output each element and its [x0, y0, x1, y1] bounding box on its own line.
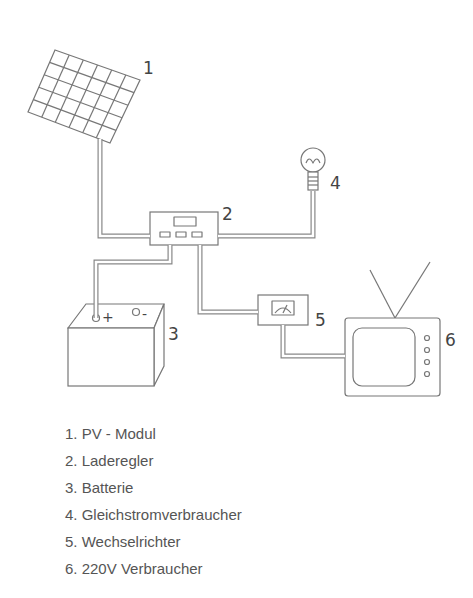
wire: [218, 191, 313, 236]
legend-item: 3. Batterie: [65, 479, 133, 497]
wire-core: [100, 139, 150, 236]
wire-core: [283, 325, 345, 356]
callout-number: 1: [143, 58, 154, 78]
wire-group: [100, 139, 150, 236]
terminal-sign: +: [102, 309, 114, 325]
dc-load-bulb: 4: [300, 147, 326, 191]
inverter: 5: [258, 295, 308, 325]
pv-module: 1: [28, 50, 142, 145]
bulb-drawing: [301, 148, 325, 190]
battery: +-3: [66, 300, 166, 388]
wire-group: [200, 245, 258, 312]
legend-item: 6. 220V Verbraucher: [65, 560, 203, 578]
charge-controller: 2: [150, 212, 218, 245]
legend-item: 2. Laderegler: [65, 452, 153, 470]
wire-group: [283, 325, 345, 356]
wire: [283, 325, 345, 356]
charge-controller-drawing: [150, 212, 218, 245]
legend-item: 4. Gleichstromverbraucher: [65, 506, 242, 524]
wire-core: [200, 245, 258, 312]
wire-group: [218, 191, 313, 236]
inverter-drawing: [258, 295, 308, 325]
legend-item: 1. PV - Modul: [65, 425, 156, 443]
callout-number: 2: [222, 204, 233, 224]
wire: [100, 139, 150, 236]
legend-item: 5. Wechselrichter: [65, 533, 181, 551]
pv-module-drawing: [28, 50, 140, 143]
wire: [96, 245, 170, 318]
tv-drawing: [345, 262, 440, 396]
wire-core: [218, 191, 313, 236]
callout-number: 6: [445, 330, 456, 350]
battery-drawing: [68, 304, 164, 386]
terminal-sign: -: [142, 306, 147, 322]
callout-number: 4: [330, 173, 341, 193]
ac-load-tv: 6: [345, 318, 440, 396]
callout-number: 3: [168, 324, 179, 344]
wire-group: [96, 245, 170, 318]
wire-core: [96, 245, 170, 318]
callout-number: 5: [315, 310, 326, 330]
wire: [200, 245, 258, 312]
